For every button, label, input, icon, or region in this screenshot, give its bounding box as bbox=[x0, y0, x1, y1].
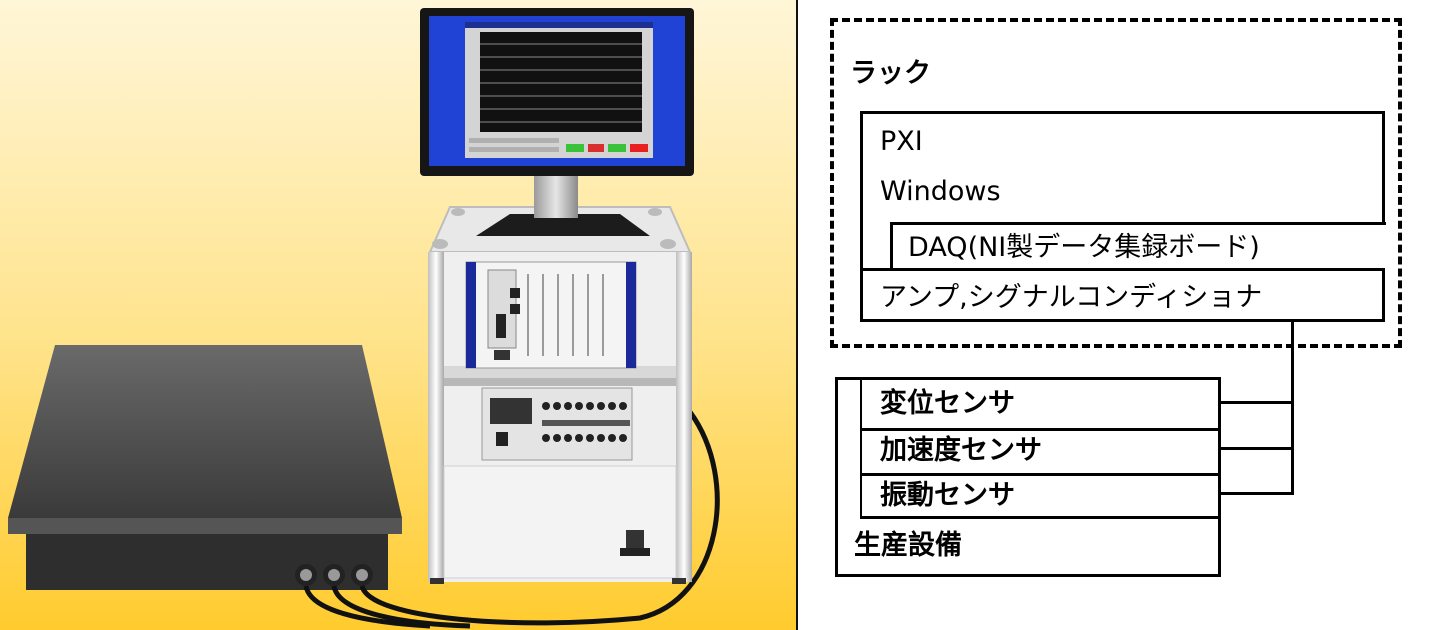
os-label: Windows bbox=[880, 176, 1001, 207]
system-block-diagram: ラック PXI Windows DAQ(NI製データ集録ボード) アンプ,シグナ… bbox=[798, 0, 1446, 630]
panel-divider bbox=[796, 0, 798, 630]
rack-boundary bbox=[830, 18, 1402, 348]
amplifier-box bbox=[860, 268, 1385, 322]
connection-line-acceleration bbox=[1221, 447, 1294, 450]
sensor-connectors bbox=[295, 564, 373, 586]
cables bbox=[303, 410, 720, 629]
daq-label: DAQ(NI製データ集録ボード) bbox=[908, 232, 1260, 263]
amplifier-label: アンプ,シグナルコンディショナ bbox=[880, 282, 1263, 313]
connection-line-displacement bbox=[1221, 401, 1294, 404]
vibration-plate bbox=[8, 345, 402, 590]
system-illustration bbox=[0, 0, 796, 630]
production-equipment-box bbox=[835, 377, 1221, 577]
sensor-label-displacement: 変位センサ bbox=[880, 388, 1015, 419]
daq-box bbox=[890, 222, 1386, 271]
rack-label: ラック bbox=[850, 58, 931, 89]
sensor-row-divider bbox=[860, 473, 1221, 476]
monitor bbox=[420, 8, 694, 236]
sensor-label-acceleration: 加速度センサ bbox=[880, 435, 1042, 466]
sensor-row-divider bbox=[860, 428, 1221, 431]
connection-trunk-line bbox=[1291, 322, 1294, 495]
sensor-column-line bbox=[860, 377, 862, 517]
pxi-label: PXI bbox=[880, 126, 923, 157]
rack-cart bbox=[428, 206, 692, 584]
sensor-row-divider bbox=[860, 516, 1221, 519]
equipment-label: 生産設備 bbox=[854, 530, 962, 561]
connection-line-vibration bbox=[1221, 492, 1294, 495]
sensor-label-vibration: 振動センサ bbox=[880, 480, 1015, 511]
